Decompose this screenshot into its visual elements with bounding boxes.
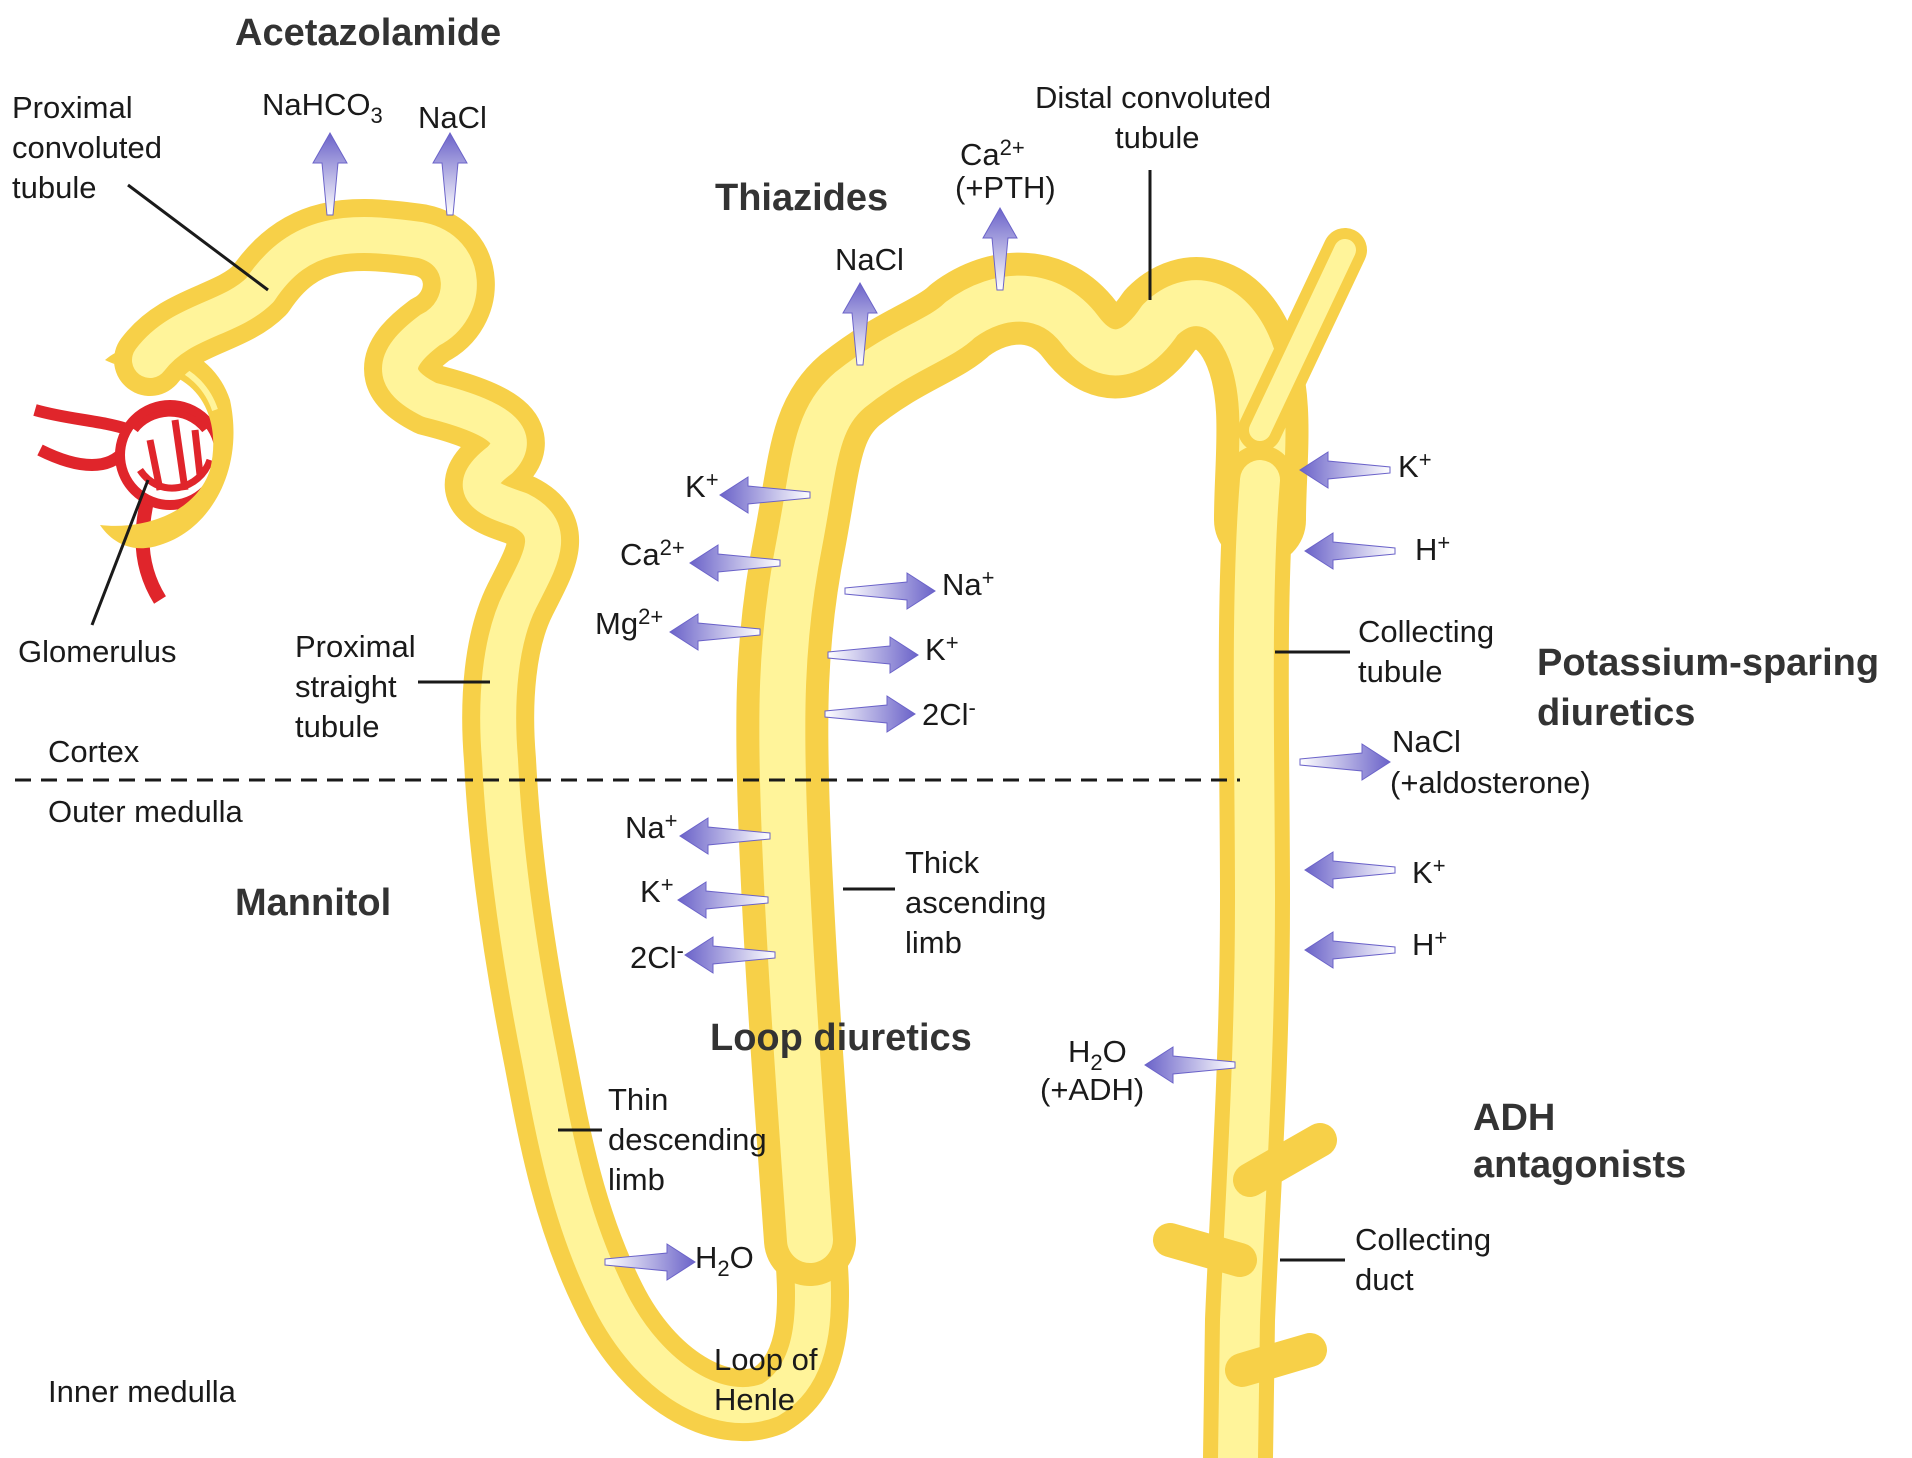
zone-cortex: Cortex xyxy=(48,734,140,769)
h-ct1-arrow xyxy=(1305,533,1395,569)
loop-of-henle-label-2: Henle xyxy=(714,1382,795,1417)
thick-limb-and-dct xyxy=(782,299,1262,1240)
ion-na-in: Na+ xyxy=(625,808,678,845)
ion-h2o-thin: H2O xyxy=(695,1240,754,1281)
ion-nacl-ct: NaCl xyxy=(1392,724,1461,759)
thick-ascending-label-3: limb xyxy=(905,925,962,960)
nacl-ct-arrow xyxy=(1300,744,1390,780)
pst-label-1: Proximal xyxy=(295,629,416,664)
ion-h-ct2: H+ xyxy=(1412,925,1447,962)
k-out-arrow xyxy=(828,637,918,673)
ion-ca-tal: Ca2+ xyxy=(620,535,685,572)
zone-inner-medulla: Inner medulla xyxy=(48,1374,237,1409)
ion-nacl-pct: NaCl xyxy=(418,100,487,135)
thin-descending-label-2: descending xyxy=(608,1122,767,1157)
k-ct1-arrow xyxy=(1300,452,1390,488)
ion-h2o-cd-note: (+ADH) xyxy=(1040,1072,1144,1107)
dct-label-2: tubule xyxy=(1115,120,1199,155)
pct-label-3: tubule xyxy=(12,170,96,205)
ion-mg-tal: Mg2+ xyxy=(595,604,663,641)
pst-label-3: tubule xyxy=(295,709,379,744)
ion-ca-dct: Ca2+ xyxy=(960,135,1025,172)
glomerulus-label: Glomerulus xyxy=(18,634,177,669)
ion-k-tal-upper: K+ xyxy=(685,467,719,504)
ion-cl-in: 2Cl- xyxy=(630,938,684,975)
thin-descending-label-1: Thin xyxy=(608,1082,668,1117)
pct-label-2: convoluted xyxy=(12,130,162,165)
drug-potassium-sparing-2: diuretics xyxy=(1537,692,1695,734)
ion-k-ct1: K+ xyxy=(1398,447,1432,484)
loop-of-henle-label-1: Loop of xyxy=(714,1342,818,1377)
ion-nacl-ct-note: (+aldosterone) xyxy=(1390,765,1591,800)
ion-na-out: Na+ xyxy=(942,565,995,602)
drug-adh-1: ADH xyxy=(1473,1097,1555,1139)
drug-loop-diuretics: Loop diuretics xyxy=(710,1017,972,1059)
ion-nahco3: NaHCO3 xyxy=(262,87,383,128)
nacl-pct-arrow xyxy=(433,133,467,215)
collecting-tubule-label-2: tubule xyxy=(1358,654,1442,689)
pst-label-2: straight xyxy=(295,669,397,704)
cl-out-arrow xyxy=(825,696,915,732)
collecting-duct xyxy=(1170,250,1345,1458)
ion-k-in: K+ xyxy=(640,872,674,909)
thin-descending-label-3: limb xyxy=(608,1162,665,1197)
drug-adh-2: antagonists xyxy=(1473,1144,1686,1186)
h-ct2-arrow xyxy=(1305,932,1395,968)
drug-potassium-sparing-1: Potassium-sparing xyxy=(1537,642,1879,684)
ion-k-out: K+ xyxy=(925,630,959,667)
thick-ascending-label-2: ascending xyxy=(905,885,1046,920)
ion-h-ct1: H+ xyxy=(1415,530,1450,567)
dct-label-1: Distal convoluted xyxy=(1035,80,1271,115)
pct-leader xyxy=(128,185,268,290)
ion-cl-out: 2Cl- xyxy=(922,695,976,732)
drug-thiazides: Thiazides xyxy=(715,177,888,219)
na-out-arrow xyxy=(845,573,935,609)
collecting-duct-label-2: duct xyxy=(1355,1262,1414,1297)
drug-acetazolamide: Acetazolamide xyxy=(235,12,501,54)
drug-mannitol: Mannitol xyxy=(235,882,391,924)
pct-label-1: Proximal xyxy=(12,90,133,125)
proximal-tubule-and-thin-limb xyxy=(150,235,813,1405)
collecting-tubule-label-1: Collecting xyxy=(1358,614,1494,649)
ion-h2o-cd: H2O xyxy=(1068,1034,1127,1075)
zone-outer-medulla: Outer medulla xyxy=(48,794,243,829)
k-ct2-arrow xyxy=(1305,852,1395,888)
ion-ca-dct-note: (+PTH) xyxy=(955,170,1056,205)
thick-ascending-label-1: Thick xyxy=(905,845,980,880)
collecting-duct-label-1: Collecting xyxy=(1355,1222,1491,1257)
ion-nacl-dct: NaCl xyxy=(835,242,904,277)
ion-k-ct2: K+ xyxy=(1412,853,1446,890)
